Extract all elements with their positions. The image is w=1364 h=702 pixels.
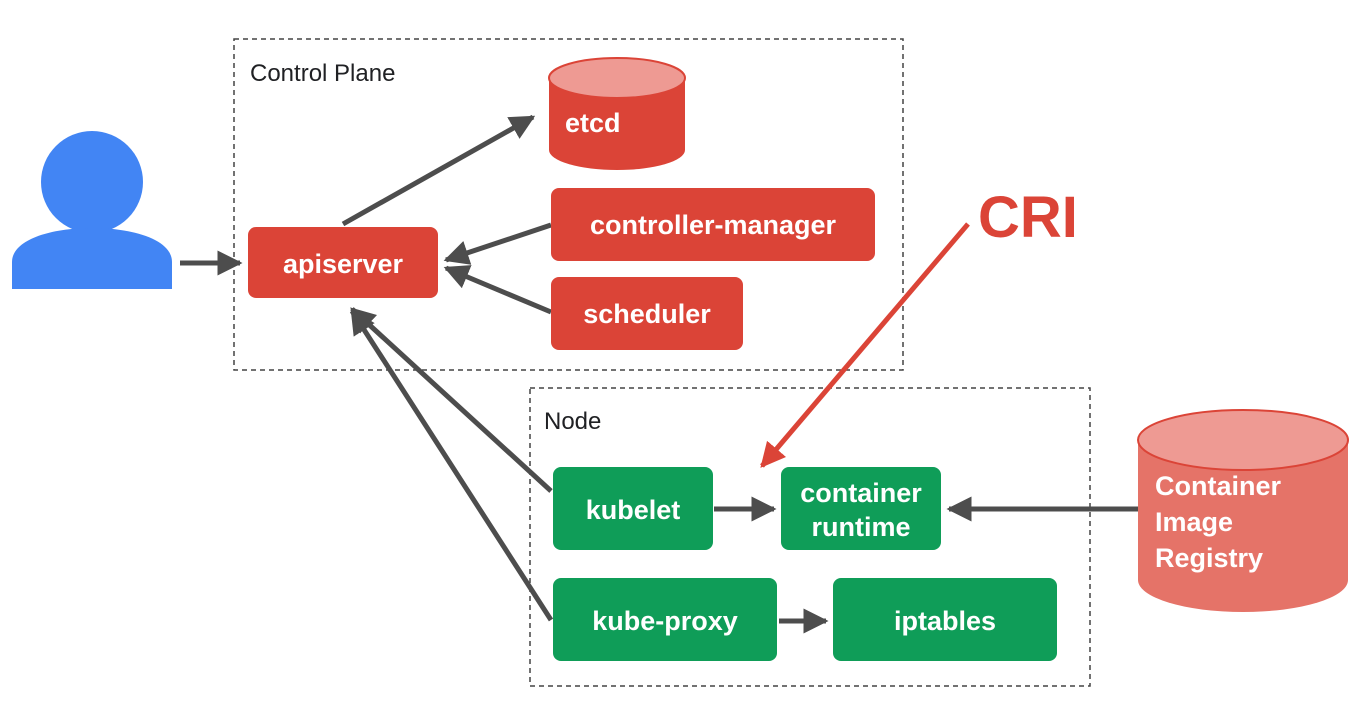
container-runtime-label-line-1: container	[800, 478, 922, 508]
arrow-kube-proxy-to-apiserver	[349, 308, 554, 622]
kubelet-box: kubelet	[553, 467, 713, 550]
registry-label-line-3: Registry	[1155, 543, 1263, 573]
cri-callout: CRI	[760, 185, 1078, 468]
connector-arrows	[180, 114, 1138, 634]
etcd-label: etcd	[565, 108, 621, 138]
registry-label-line-2: Image	[1155, 507, 1233, 537]
kubelet-label: kubelet	[586, 495, 681, 525]
node-label: Node	[544, 408, 601, 435]
controller-manager-box: controller-manager	[551, 188, 875, 261]
arrow-apiserver-to-etcd	[341, 114, 536, 227]
kube-proxy-box: kube-proxy	[553, 578, 777, 661]
iptables-box: iptables	[833, 578, 1057, 661]
etcd-database: etcd	[548, 57, 686, 170]
node-region: Node	[529, 387, 1091, 687]
control-plane-label: Control Plane	[250, 60, 395, 87]
cri-label: CRI	[978, 185, 1078, 250]
apiserver-box: apiserver	[248, 227, 438, 298]
cri-arrow	[760, 222, 970, 468]
container-image-registry: Container Image Registry	[1137, 409, 1349, 612]
iptables-label: iptables	[894, 606, 996, 636]
arrow-scheduler-to-apiserver	[443, 265, 552, 315]
control-plane-region: Control Plane	[233, 38, 904, 371]
container-runtime-label-line-2: runtime	[811, 512, 910, 542]
kube-proxy-label: kube-proxy	[592, 606, 738, 636]
registry-label-line-1: Container	[1155, 471, 1282, 501]
arrow-kubelet-to-apiserver	[350, 307, 553, 493]
controller-manager-label: controller-manager	[590, 210, 837, 240]
scheduler-label: scheduler	[583, 299, 711, 329]
arrow-controller-manager-to-apiserver	[443, 222, 552, 265]
apiserver-label: apiserver	[283, 249, 404, 279]
container-runtime-box: container runtime	[781, 467, 941, 550]
scheduler-box: scheduler	[551, 277, 743, 350]
user-icon	[12, 131, 172, 289]
